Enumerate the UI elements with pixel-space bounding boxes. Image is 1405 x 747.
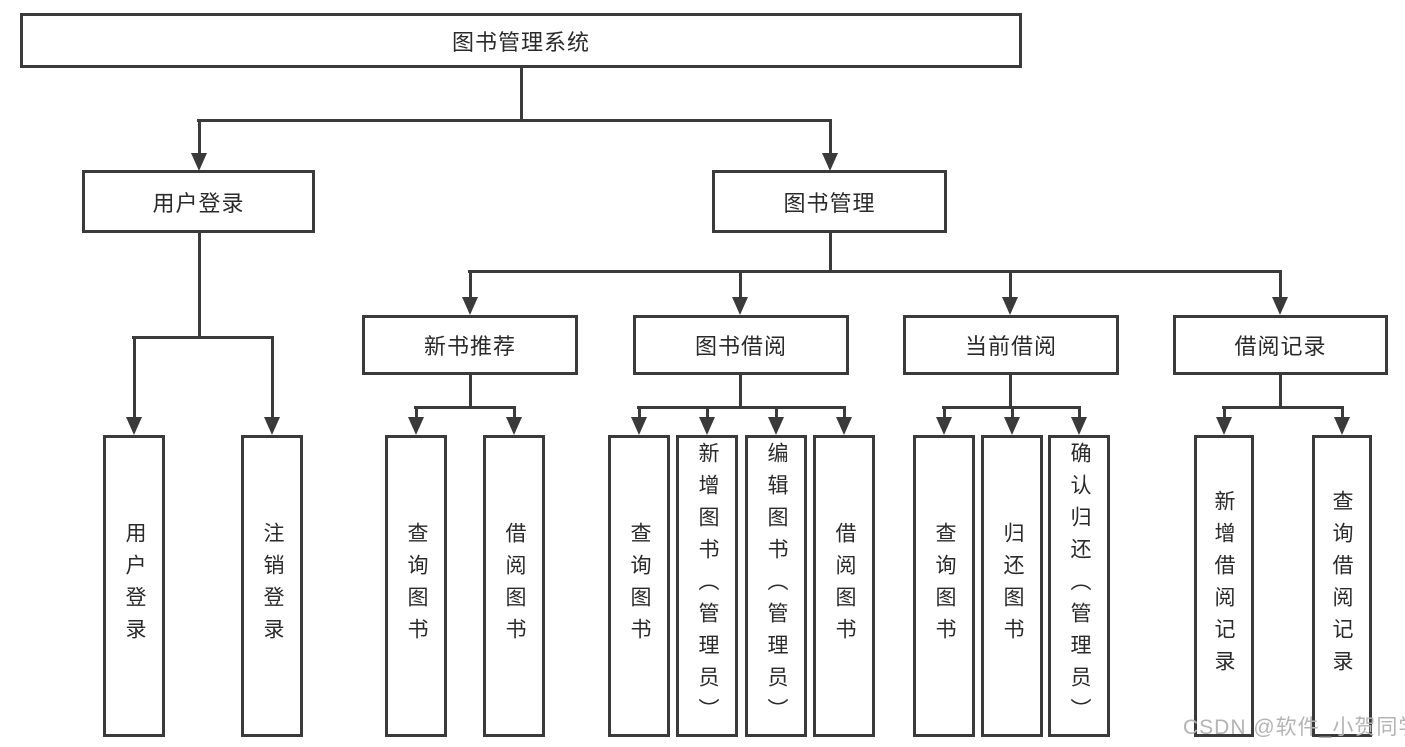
connector-book-management-stem [829,233,832,272]
connector-book-management-bar [468,270,1282,273]
arrow-to-book-management-icon [822,153,838,171]
leaf-query-borrow-record: 查询借阅记录 [1312,435,1372,737]
leaf-add-book-admin: 新增图书（管理员） [676,435,738,737]
connector-leaf [943,406,946,419]
arrow-to-book-borrowing-icon [732,297,748,315]
leaf-return-books: 归还图书 [981,435,1043,737]
connector-borrowing-records-bar [1222,406,1344,409]
leaf-edit-book-admin: 编辑图书（管理员） [745,435,807,737]
arrow-to-user-login-icon [191,153,207,171]
connector-leaf [1223,406,1226,419]
node-book-borrowing: 图书借阅 [633,315,849,375]
arrow-leaf-icon [699,417,715,435]
connector-current-borrowing-stem [1009,375,1012,409]
connector-leaf [415,406,418,419]
leaf-borrow-books-recommend: 借阅图书 [483,435,545,737]
connector-to-current-borrowing [1009,270,1012,301]
connector-to-new-book [469,270,472,301]
connector-leaf [1341,406,1344,419]
leaf-user-login: 用户登录 [103,435,165,737]
leaf-confirm-return-admin: 确认归还（管理员） [1048,435,1110,737]
connector-leaf [638,406,641,419]
connector-leaf [706,406,709,419]
leaf-logout: 注销登录 [241,435,303,737]
leaf-query-books-recommend: 查询图书 [385,435,447,737]
connector-to-borrowing-records [1279,270,1282,301]
connector-user-login-stem [198,233,201,338]
arrow-leaf-icon [1216,417,1232,435]
node-book-management: 图书管理 [712,170,947,233]
connector-to-book-borrowing [739,270,742,301]
arrow-to-leaf-user-login-icon [126,417,142,435]
connector-leaf [775,406,778,419]
arrow-leaf-icon [836,417,852,435]
connector-to-leaf-user-login [133,336,136,419]
connector-leaf [513,406,516,419]
connector-leaf [843,406,846,419]
node-library-management-system: 图书管理系统 [20,13,1022,68]
connector-user-login-bar [132,336,274,339]
connector-root-stem [520,68,523,121]
connector-book-borrowing-bar [637,406,846,409]
connector-borrowing-records-stem [1279,375,1282,409]
node-user-login: 用户登录 [82,170,315,233]
arrow-leaf-icon [408,417,424,435]
arrow-leaf-icon [631,417,647,435]
connector-to-book-management [829,119,832,155]
arrow-leaf-icon [1071,417,1087,435]
watermark-text: CSDN @软件_小贺同学 [1183,716,1405,739]
connector-to-user-login [198,119,201,155]
node-new-book-recommendation: 新书推荐 [362,315,578,375]
arrow-to-new-book-icon [462,297,478,315]
arrow-to-current-borrowing-icon [1002,297,1018,315]
node-borrowing-records: 借阅记录 [1173,315,1388,375]
leaf-query-books-borrowing: 查询图书 [608,435,670,737]
connector-to-leaf-logout [271,336,274,419]
arrow-leaf-icon [506,417,522,435]
leaf-borrow-books: 借阅图书 [813,435,875,737]
arrow-leaf-icon [1334,417,1350,435]
connector-new-book-bar [414,406,516,409]
arrow-leaf-icon [936,417,952,435]
arrow-leaf-icon [768,417,784,435]
arrow-to-borrowing-records-icon [1272,297,1288,315]
connector-leaf [1011,406,1014,419]
leaf-add-borrow-record: 新增借阅记录 [1194,435,1254,737]
connector-leaf [1078,406,1081,419]
node-current-borrowing: 当前借阅 [903,315,1119,375]
connector-book-borrowing-stem [739,375,742,409]
leaf-query-books-current: 查询图书 [913,435,975,737]
arrow-leaf-icon [1004,417,1020,435]
arrow-to-leaf-logout-icon [264,417,280,435]
connector-new-book-stem [469,375,472,409]
connector-root-bar [197,119,832,122]
